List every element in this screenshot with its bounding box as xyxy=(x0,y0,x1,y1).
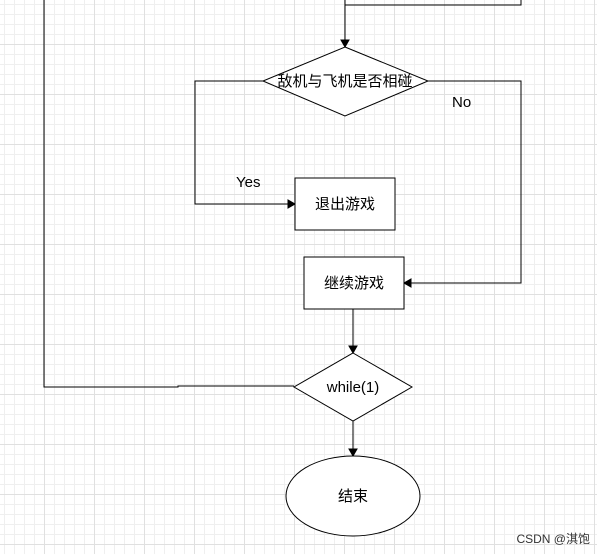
yes-label: Yes xyxy=(236,174,260,191)
arrowhead-into-decision xyxy=(340,39,350,49)
continue-game-label: 继续游戏 xyxy=(324,275,384,292)
arrowhead-to-continue xyxy=(402,278,412,288)
edge-top-into-decision xyxy=(344,0,522,40)
edge-loop-back xyxy=(43,0,294,388)
collision-decision-label: 敌机与飞机是否相碰 xyxy=(277,73,412,90)
no-label: No xyxy=(452,94,471,111)
exit-game-label: 退出游戏 xyxy=(315,196,375,213)
exit-game-box xyxy=(294,177,396,231)
watermark: CSDN @淇饱 xyxy=(516,531,590,546)
while-loop-label: while(1) xyxy=(326,379,380,396)
collision-decision xyxy=(261,46,430,117)
arrowhead-to-loop xyxy=(348,345,358,355)
arrowhead-to-exit xyxy=(287,199,297,209)
continue-game-box xyxy=(303,256,405,310)
edge-no xyxy=(411,80,522,284)
edge-yes xyxy=(194,80,288,205)
arrowhead-to-end xyxy=(348,448,358,458)
while-loop-decision xyxy=(292,352,414,422)
end-terminal xyxy=(285,455,421,537)
end-label: 结束 xyxy=(338,488,368,505)
